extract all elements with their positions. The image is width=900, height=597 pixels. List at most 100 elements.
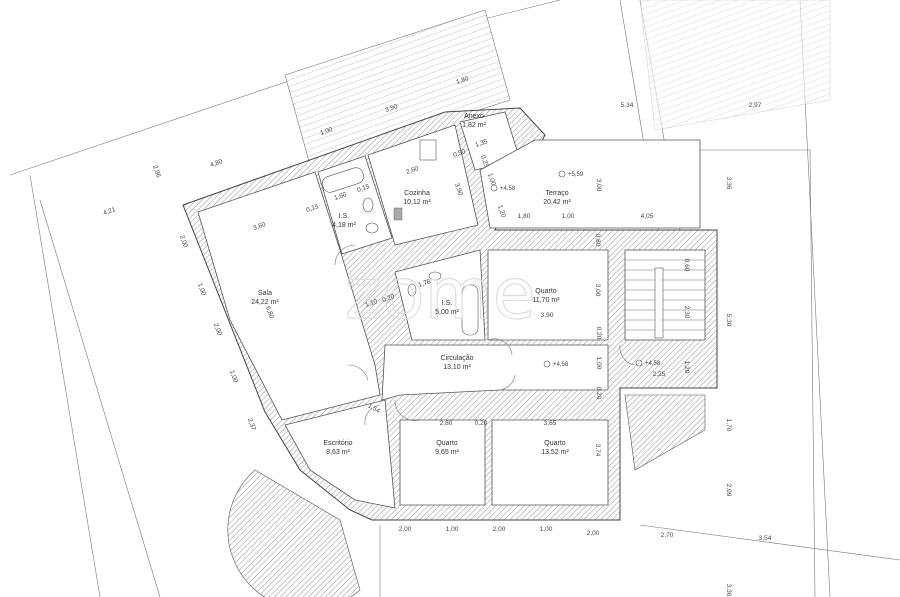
elevation-marks: +5,59 +4,58 +4,58 +4,58: [490, 170, 661, 368]
elevation-marker-icon: [490, 184, 498, 192]
room-sala: [197, 171, 381, 421]
room-name: I.S.: [442, 300, 453, 307]
room-area: 9,65 m²: [435, 449, 459, 456]
room-area: 13,10 m²: [443, 364, 471, 371]
door: [347, 364, 369, 381]
room-quarto-2: [399, 419, 486, 506]
dimension-label: 4,21: [102, 206, 117, 217]
dimension-label: 1,00: [562, 213, 575, 220]
elevation-marker-icon: [543, 360, 551, 368]
dimension-label: 3,74: [594, 444, 601, 457]
dimension-label: 2,00: [212, 322, 223, 337]
bathtub: [322, 167, 364, 193]
dimension-label: 1,10: [364, 298, 379, 309]
dimension-label: 2,09: [725, 484, 732, 497]
elevation-label: +4,58: [500, 186, 516, 192]
door: [364, 404, 381, 426]
dimension-labels: 1,80 3,50 1,00 4,80 2,96 4,21 5,34 2,97 3,36 3,00…: [102, 75, 771, 597]
dimension-label: 0,20: [595, 387, 602, 400]
dimension-label: 2,25: [653, 371, 666, 378]
dimension-label: 0,20: [475, 420, 488, 427]
dimension-label: 5,34: [621, 102, 634, 109]
room-name: Cozinha: [404, 190, 430, 197]
dimension-label: 2,97: [749, 102, 762, 109]
dimension-label: 1,35: [474, 138, 489, 149]
dimension-label: 2,96: [151, 164, 162, 179]
dimension-label: 1,00: [486, 172, 497, 187]
dimension-label: 2,30: [683, 306, 690, 319]
room-area: 11,70 m²: [532, 297, 560, 304]
elevation-label: +5,59: [568, 172, 584, 178]
dimension-label: 2,80: [440, 420, 453, 427]
dimension-label: 0,50: [452, 148, 467, 159]
room-name: Quarto: [436, 440, 458, 447]
dimension-label: 1,80: [455, 75, 470, 86]
dimension-label: 3,50: [384, 103, 399, 114]
elevation-marker-icon: [635, 359, 643, 367]
room-escritorio: [284, 399, 396, 509]
deck-area-right: [639, 0, 831, 131]
door: [499, 374, 516, 391]
dimension-label: 3,65: [544, 420, 557, 427]
dimension-label: 0,15: [305, 203, 320, 214]
dimension-label: 2,00: [493, 526, 506, 533]
room-name: Quarto: [535, 288, 557, 295]
room-area: 20,42 m²: [543, 199, 571, 206]
dimension-label: 3,36: [725, 584, 732, 597]
elevation-marker-icon: [558, 170, 566, 178]
room-area: 8,63 m²: [326, 449, 350, 456]
dimension-label: 0,80: [594, 234, 601, 247]
elevation-label: +4,58: [553, 362, 569, 368]
room-area: 4,18 m²: [332, 222, 356, 229]
room-name: Terraço: [545, 190, 568, 197]
dimension-label: 3,60: [252, 221, 267, 232]
dimension-label: 1,00: [196, 282, 207, 297]
dimension-label: 2,60: [405, 165, 420, 176]
stove: [419, 139, 437, 161]
dimension-label: 6,80: [264, 305, 275, 320]
room-name: Sala: [258, 290, 272, 297]
deck-area: [284, 9, 511, 166]
dimension-label: 0,25: [479, 154, 490, 169]
room-terraco: [479, 139, 701, 229]
dimension-label: 3,90: [453, 182, 464, 197]
room-area: 5,00 m²: [435, 309, 459, 316]
dimension-label: 1,78: [417, 278, 432, 289]
dimension-label: 2,70: [661, 532, 674, 539]
site-lines: [9, 0, 900, 597]
toilet: [407, 283, 417, 297]
stairwell: [624, 249, 706, 341]
dimension-label: 4,80: [209, 158, 224, 169]
dimension-label: 5,30: [725, 314, 732, 327]
toilet: [365, 222, 379, 234]
dimension-label: 0,20: [595, 327, 602, 340]
dimension-label: 4,05: [641, 213, 654, 220]
elevation-label: +4,58: [645, 361, 661, 367]
dimension-label: 0,60: [683, 259, 690, 272]
toilet: [362, 197, 374, 213]
dimension-label: 1,80: [518, 213, 531, 220]
room-area: 10,12 m²: [403, 199, 431, 206]
spiral-stair: [227, 469, 361, 597]
dimension-label: 2,00: [587, 530, 600, 537]
dimension-label: 1,20: [683, 361, 690, 374]
dimension-label: 3,36: [725, 177, 732, 190]
door: [394, 399, 421, 421]
dimension-label: 3,00: [594, 284, 601, 297]
room-name: Quarto: [544, 440, 566, 447]
dimension-label: 3,54: [759, 535, 772, 542]
dimension-label: 1,20: [496, 204, 507, 219]
building: [182, 107, 718, 597]
counter-sink: [393, 207, 403, 221]
dimension-label: 1,60: [333, 191, 348, 202]
dimension-label: 1,00: [228, 369, 239, 384]
dimension-label: 2,00: [399, 526, 412, 533]
dimension-label: 1,70: [725, 419, 732, 432]
room-name: I.S.: [339, 213, 350, 220]
room-area: 13,52 m²: [541, 449, 569, 456]
room-quarto-3: [491, 419, 609, 506]
room-name: Circulação: [440, 355, 473, 362]
room-area: 1,82 m²: [462, 122, 486, 129]
